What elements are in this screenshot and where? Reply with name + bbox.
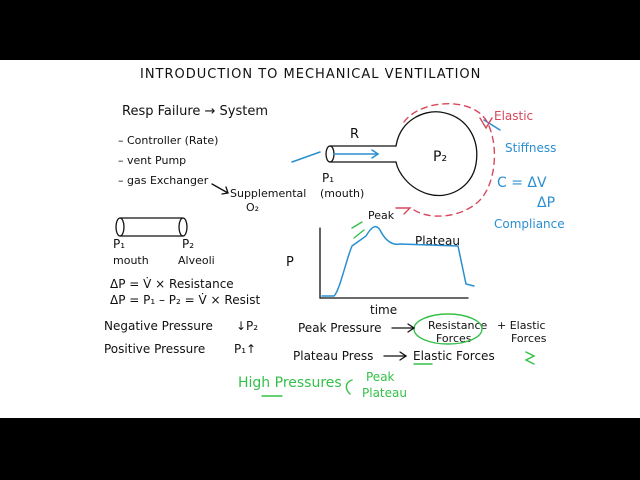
peak-tick [353,229,365,239]
graph-axes [319,227,469,299]
peak-to-resistance-arrowhead [407,323,416,333]
high-pressures-label: High Pressures [238,375,342,391]
tube-right-end [178,217,188,237]
lung-p1-label: P₁ [322,171,335,185]
resistance-forces-line1: Resistance [428,319,488,332]
elastic-label: Elastic [494,109,534,123]
supplemental-arrowhead [221,186,229,195]
high-pressures-plateau: Plateau [362,386,407,400]
equation-2: ΔP = P₁ – P₂ = V̇ × Resist [110,293,261,307]
incoming-flow-arrow [291,151,321,163]
pressure-waveform [321,225,475,297]
compliance-formula-top: C = ΔV [497,175,547,191]
item-controller: – Controller (Rate) [118,134,219,147]
positive-pressure-label: Positive Pressure [104,342,206,356]
plateau-press-label: Plateau Press [293,349,374,363]
o2-label: O₂ [246,201,260,214]
high-pressures-brace [345,379,353,395]
item-vent-pump: – vent Pump [118,154,187,167]
graph-plateau-label: Plateau [415,234,460,248]
negative-pressure-label: Negative Pressure [104,319,213,333]
plus-elastic-line1: + Elastic [497,319,546,332]
whiteboard-drawings [115,102,536,397]
elastic-forces-label: Elastic Forces [413,349,495,363]
airway-mouth-end [325,145,335,163]
alveolus-outline [395,111,478,197]
item-gas-exchanger: – gas Exchanger [118,174,209,187]
negative-pressure-arrow: ↓P₂ [236,319,259,333]
equation-1: ΔP = V̇ × Resistance [110,277,234,291]
elastic-forces-mark [524,351,536,365]
graph-peak-label: Peak [368,209,395,222]
high-pressures-peak: Peak [366,370,395,384]
tube-left-end [115,217,125,237]
resistance-label: R [350,127,360,142]
compliance-formula-bottom: ΔP [537,195,556,211]
compliance-label: Compliance [494,217,565,231]
plateau-to-elastic-arrowhead [399,351,408,361]
plus-elastic-line2: Forces [511,332,547,345]
tube-p2-label: P₂ [182,237,195,251]
elastic-dashed-outline [403,102,496,217]
supplemental-label: Supplemental [230,187,307,200]
board-title: INTRODUCTION TO MECHANICAL VENTILATION [140,67,482,82]
peak-pressure-label: Peak Pressure [298,321,382,335]
peak-mark [351,221,363,229]
graph-p-axis-label: P [286,255,294,270]
supplemental-arrow [211,183,229,194]
resistance-forces-line2: Forces [436,332,472,345]
tube-alveoli-label: Alveoli [178,254,215,267]
graph-time-label: time [370,303,398,317]
positive-pressure-arrow: P₁↑ [234,342,257,356]
resistance-circle [413,313,483,345]
resp-failure-heading: Resp Failure → System [122,104,269,119]
elastic-arrowhead [479,117,493,130]
flow-arrowhead [371,149,380,159]
lung-mouth-label: (mouth) [320,187,365,200]
whiteboard: INTRODUCTION TO MECHANICAL VENTILATION R… [0,60,640,418]
tube-mouth-label: mouth [113,254,149,267]
alveolus-p2-label: P₂ [433,149,448,165]
tube-p1-label: P₁ [113,237,126,251]
elastic-small-arrow [395,207,412,215]
stiffness-label: Stiffness [505,141,557,155]
